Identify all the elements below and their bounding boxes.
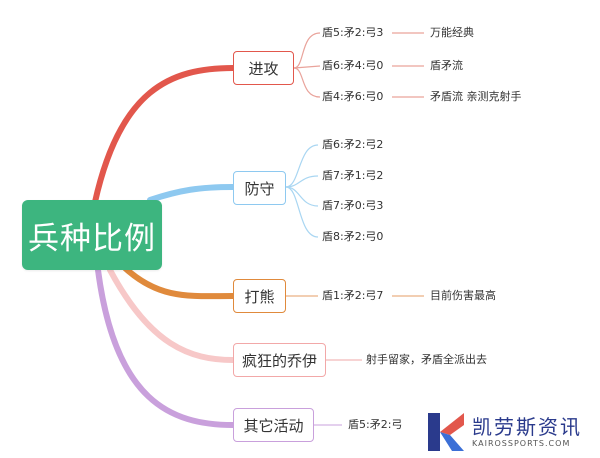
connector-other (95, 267, 236, 428)
defense-ratio-4: 盾8:矛2:弓0 (322, 230, 384, 243)
branch-other[interactable]: 其它活动 (233, 408, 314, 442)
defense-ratio-3: 盾7:矛0:弓3 (322, 199, 384, 212)
attack-note-2: 盾矛流 (430, 59, 463, 72)
connector-bear (122, 265, 236, 300)
attack-ratio-1: 盾5:矛2:弓3 (322, 26, 384, 39)
bear-note-1: 目前伤害最高 (430, 289, 496, 302)
connector-joy (107, 267, 236, 363)
defense-ratio-1: 盾6:矛2:弓2 (322, 138, 384, 151)
other-ratio-1: 盾5:矛2:弓 (348, 418, 403, 431)
watermark-logo: 凯劳斯资讯 KAIROSSPORTS.COM (426, 409, 600, 458)
defense-ratio-2: 盾7:矛1:弓2 (322, 169, 384, 182)
connector-attack (92, 65, 236, 205)
kairos-logo-icon (428, 413, 464, 451)
root-node[interactable]: 兵种比例 (22, 200, 162, 270)
crazy-joy-note: 射手留家，矛盾全派出去 (366, 353, 487, 366)
attack-ratio-2: 盾6:矛4:弓0 (322, 59, 384, 72)
connector-defense (147, 184, 236, 203)
watermark-name: 凯劳斯资讯 (472, 415, 582, 439)
branch-bear[interactable]: 打熊 (233, 279, 286, 313)
attack-ratio-3: 盾4:矛6:弓0 (322, 90, 384, 103)
branch-defense[interactable]: 防守 (233, 171, 286, 205)
branch-crazy-joy[interactable]: 疯狂的乔伊 (233, 343, 326, 377)
bear-ratio-1: 盾1:矛2:弓7 (322, 289, 384, 302)
attack-note-1: 万能经典 (430, 26, 474, 39)
branch-attack[interactable]: 进攻 (233, 51, 294, 85)
attack-note-3: 矛盾流 亲测克射手 (430, 90, 522, 103)
watermark-domain: KAIROSSPORTS.COM (472, 439, 571, 448)
